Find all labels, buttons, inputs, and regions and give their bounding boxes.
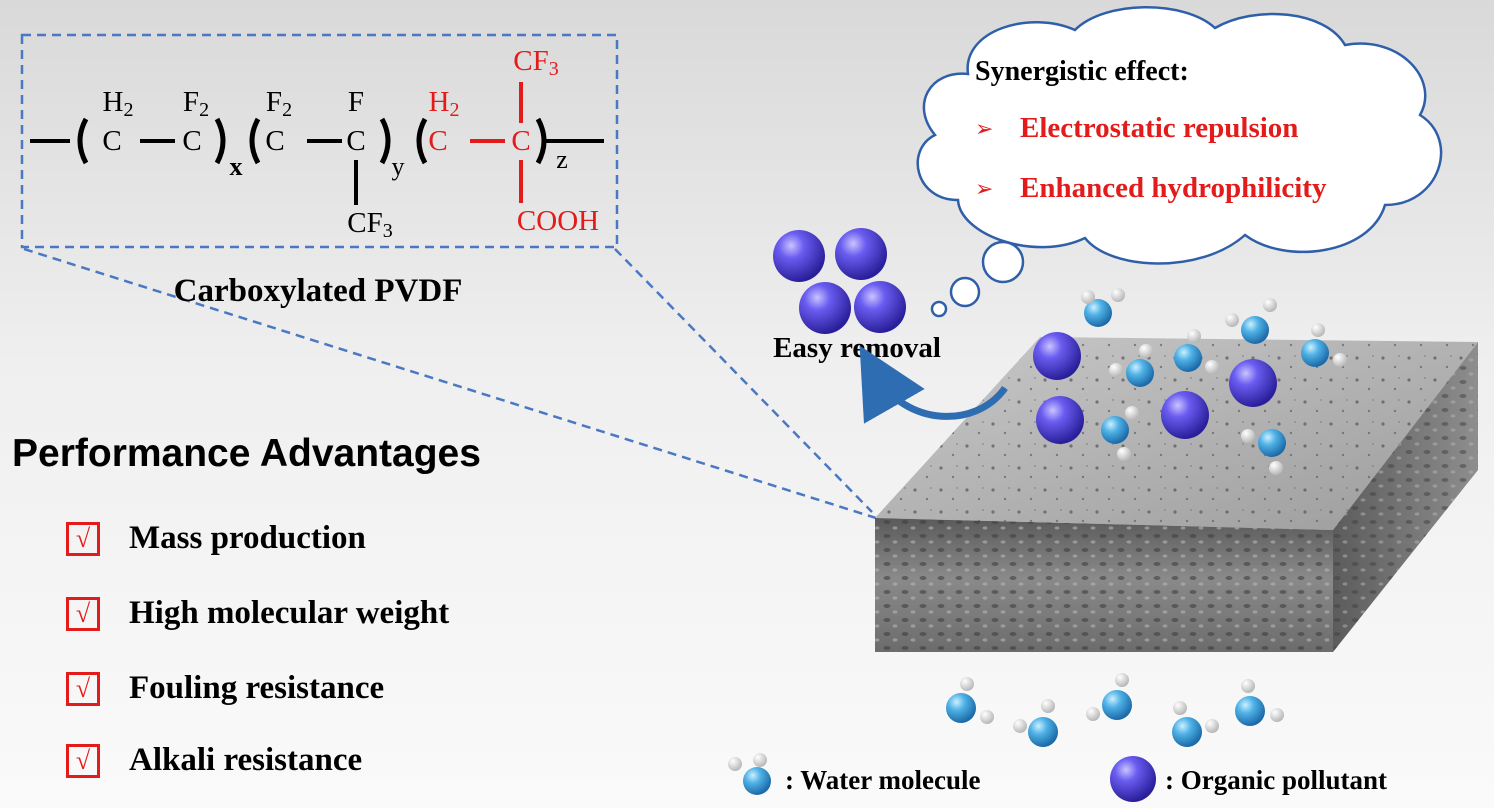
atom-c-2: C: [182, 125, 201, 157]
pollutant-ball: [773, 230, 825, 282]
thought-bubble-medium: [949, 276, 981, 308]
pollutant-ball: [1033, 332, 1081, 380]
pollutant-ball: [1229, 359, 1277, 407]
water-molecule: [1174, 329, 1219, 374]
thought-item-2: Enhanced hydrophilicity: [1020, 172, 1327, 204]
easy-removal-label: Easy removal: [773, 332, 941, 364]
pollutant-ball: [1161, 391, 1209, 439]
water-molecule: [1081, 288, 1125, 327]
atom-c-1: C: [102, 125, 121, 157]
atom-c-3: C: [265, 125, 284, 157]
legend-water-label: : Water molecule: [785, 765, 980, 795]
advantage-label: Alkali resistance: [129, 742, 363, 778]
check-box-icon: √: [66, 522, 100, 556]
thought-title: Synergistic effect:: [975, 56, 1189, 87]
formula-caption: Carboxylated PVDF: [174, 273, 463, 309]
pollutant-ball: [835, 228, 887, 280]
atom-cf3-1: CF3: [347, 207, 392, 242]
advantage-label: High molecular weight: [129, 595, 450, 631]
water-molecule: [1101, 406, 1139, 461]
pollutant-ball: [799, 282, 851, 334]
legend: : Water molecule : Organic pollutant: [728, 753, 1387, 802]
water-molecule: [1225, 298, 1277, 344]
advantage-label: Mass production: [129, 520, 366, 556]
removed-pollutants: [773, 228, 906, 334]
atom-c-5: C: [428, 125, 447, 157]
cloud-outline: [916, 6, 1443, 265]
atom-h2-1: H2: [103, 86, 134, 121]
thought-cloud: Synergistic effect: ➢ Electrostatic repu…: [916, 6, 1443, 318]
check-box-icon: √: [66, 744, 100, 778]
subscript-y: y: [392, 152, 405, 181]
water-molecule: [1172, 701, 1219, 747]
subscript-x: x: [230, 152, 243, 181]
legend-pollutant-icon: [1110, 756, 1156, 802]
thought-item-1: Electrostatic repulsion: [1020, 112, 1298, 144]
advantage-label: Fouling resistance: [129, 670, 385, 706]
legend-water-icon: [728, 753, 771, 795]
water-molecule: [946, 677, 994, 724]
polymer-backbone: [30, 117, 604, 205]
membrane-block: [875, 337, 1478, 652]
advantages-title: Performance Advantages: [12, 432, 481, 475]
check-box-icon: √: [66, 597, 100, 631]
pollutant-ball: [854, 281, 906, 333]
water-molecule: [1086, 673, 1132, 721]
water-molecule: [1301, 323, 1347, 367]
thought-bullet-2: ➢: [975, 177, 993, 202]
thought-bullet-1: ➢: [975, 117, 993, 142]
formula-box: [20, 33, 619, 249]
thought-bubble-small: [930, 300, 948, 318]
atom-cooh: COOH: [517, 205, 599, 237]
atom-h2-2: H2: [429, 86, 460, 121]
thought-bubble-large: [981, 240, 1025, 284]
pollutant-ball: [1036, 396, 1084, 444]
check-box-icon: √: [66, 672, 100, 706]
atom-cf3-2: CF3: [513, 45, 558, 80]
subscript-z: z: [556, 145, 568, 174]
membrane-side-texture: [1333, 342, 1478, 652]
surface-molecules: [1033, 288, 1347, 475]
water-molecule: [1013, 699, 1058, 747]
water-molecule: [1241, 429, 1286, 475]
removal-arrow: [859, 345, 1008, 424]
polymer-carboxyl-segment: [470, 82, 523, 203]
water-molecule: [1109, 344, 1154, 387]
legend-pollutant-label: : Organic pollutant: [1165, 765, 1387, 795]
atom-f2-2: F2: [266, 86, 292, 121]
water-molecule: [1235, 679, 1284, 726]
zoom-guide-line-right: [614, 248, 873, 513]
atom-c-6: C: [511, 125, 530, 157]
membrane-front-texture: [875, 518, 1333, 652]
formula-panel: H2 C F2 C x F2 C F C y CF3 z H2 C C CF3 …: [20, 33, 877, 520]
atom-f: F: [348, 86, 364, 118]
atom-f2-1: F2: [183, 86, 209, 121]
permeate-water: [946, 673, 1284, 747]
atom-c-4: C: [346, 125, 365, 157]
